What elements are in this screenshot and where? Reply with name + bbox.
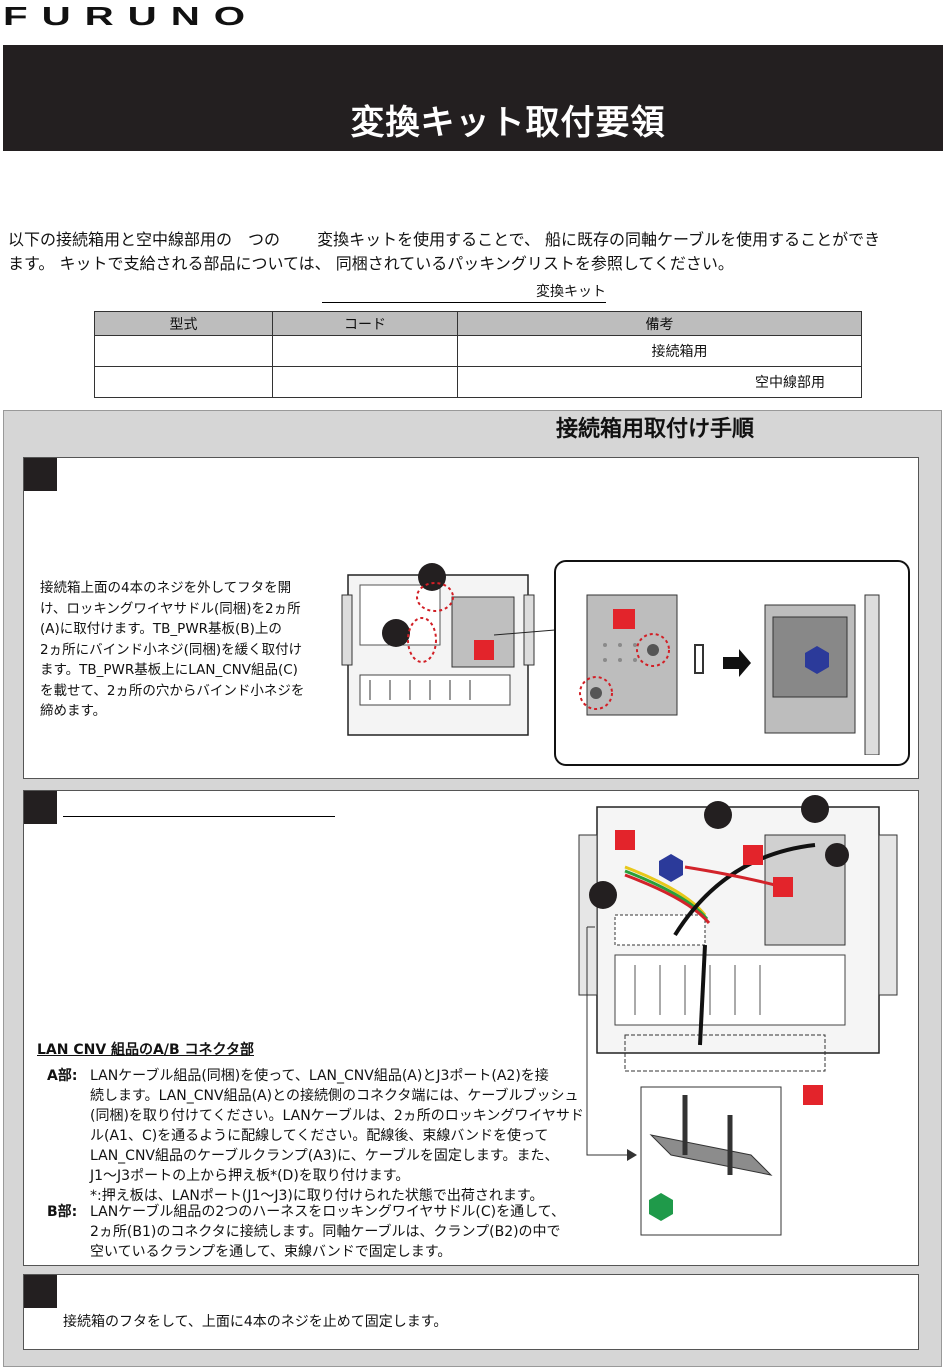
step-3-box <box>23 1274 919 1350</box>
step-1-line: 締めます。 <box>40 703 107 719</box>
part-a-line: *:押え板は、LANポート(J1～J3)に取り付けられた状態で出荷されます。 <box>90 1188 544 1204</box>
cell-code <box>272 366 458 398</box>
step-1-line: を載せて、2ヵ所の穴からバインド小ネジを <box>40 682 305 699</box>
step-1-line: (A)に取付けます。TB_PWR基板(B)上の <box>40 621 282 637</box>
part-a-line: J1～J3ポートの上から押え板*(D)を取り付けます。 <box>90 1168 410 1184</box>
cell-remarks: 接続箱用 <box>457 335 862 367</box>
part-a-label: A部: <box>47 1068 78 1084</box>
header-code: コード <box>272 311 458 336</box>
part-b-line: LANケーブル組品の2つのハーネスをロッキングワイヤサドル(C)を通して、 <box>90 1204 565 1220</box>
wiring-illustration <box>578 795 898 1236</box>
step-2-number-block <box>24 791 57 824</box>
header-remarks: 備考 <box>457 311 862 336</box>
part-b-label: B部: <box>47 1204 78 1220</box>
intro-line-1: 以下の接続箱用と空中線部用の つの 変換キットを使用することで、 船に既存の同軸… <box>8 230 881 249</box>
junction-box-illustration <box>341 563 555 736</box>
step-1-text: 接続箱上面の4本のネジを外してフタを開 け、ロッキングワイヤサドル(同梱)を2ヵ… <box>40 578 304 722</box>
step-1-line: け、ロッキングワイヤサドル(同梱)を2ヵ所 <box>40 600 301 617</box>
cell-model <box>94 366 273 398</box>
step-1-line: 2ヵ所にバインド小ネジ(同梱)を緩く取付け <box>40 641 303 658</box>
step-1-line: 接続箱上面の4本のネジを外してフタを開 <box>40 580 292 596</box>
step-1-line: ます。TB_PWR基板上にLAN_CNV組品(C) <box>40 662 298 678</box>
step-3-number-block <box>24 1275 57 1308</box>
part-a-line: LAN_CNV組品のケーブルクランプ(A3)に、ケーブルを固定します。また、 <box>90 1148 559 1164</box>
zoom-detail-illustration <box>579 594 880 755</box>
part-a-line: ル(A1、C)を通るように配線してください。配線後、束線バンドを使って <box>90 1128 549 1144</box>
part-a-line: (同梱)を取り付けてください。LANケーブルは、2ヵ所のロッキングワイヤサド <box>90 1108 584 1124</box>
cell-remarks: 空中線部用 <box>457 366 862 398</box>
table-row: 接続箱用 <box>94 335 862 367</box>
table-row: 空中線部用 <box>94 366 862 398</box>
step-3-text: 接続箱のフタをして、上面に4本のネジを止めて固定します。 <box>63 1314 448 1330</box>
part-b-line: 空いているクランプを通して、束線バンドで固定します。 <box>90 1244 452 1260</box>
step-1-number-block <box>24 458 57 491</box>
kit-table-caption: 変換キット <box>322 282 606 303</box>
step-2-title-line <box>63 816 335 817</box>
cell-code <box>272 335 458 367</box>
header-model: 型式 <box>94 311 273 336</box>
connector-section-heading: LAN CNV 組品のA/B コネクタ部 <box>37 1042 254 1058</box>
procedure-title: 接続箱用取付け手順 <box>556 417 755 442</box>
cell-model <box>94 335 273 367</box>
part-a-line: LANケーブル組品(同梱)を使って、LAN_CNV組品(A)とJ3ポート(A2)… <box>90 1068 549 1084</box>
kit-table: 型式 コード 備考 接続箱用 空中線部用 <box>94 311 862 398</box>
part-a-line: 続します。LAN_CNV組品(A)との接続側のコネクタ端には、ケーブルブッシュ <box>90 1088 579 1104</box>
furuno-logo: FURUNO <box>3 1 260 31</box>
part-b-line: 2ヵ所(B1)のコネクタに接続します。同軸ケーブルは、クランプ(B2)の中で <box>90 1224 561 1240</box>
part-a-text: LANケーブル組品(同梱)を使って、LAN_CNV組品(A)とJ3ポート(A2)… <box>90 1066 584 1206</box>
part-b-text: LANケーブル組品の2つのハーネスをロッキングワイヤサドル(C)を通して、 2ヵ… <box>90 1202 565 1262</box>
title-banner <box>3 45 943 151</box>
intro-line-2: ます。 キットで支給される部品については、 同梱されているパッキングリストを参照… <box>8 254 734 273</box>
kit-table-header: 型式 コード 備考 <box>94 311 862 336</box>
page-title: 変換キット取付要領 <box>350 103 666 143</box>
